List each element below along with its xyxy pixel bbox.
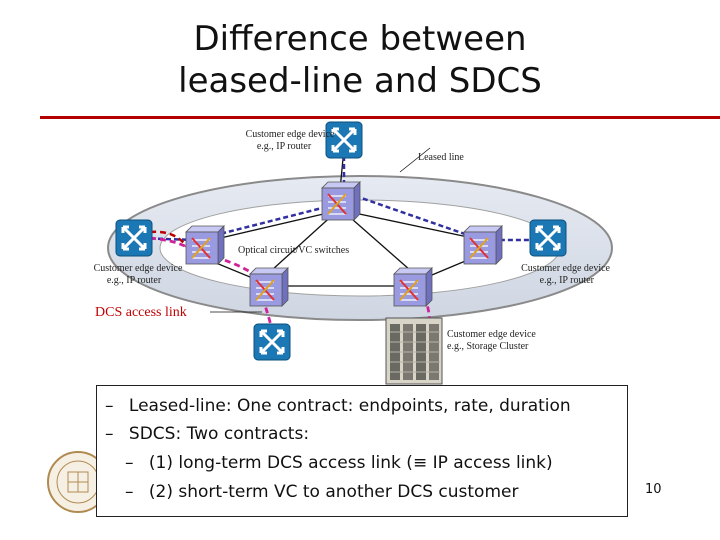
label-ce-right-2: e.g., IP router — [540, 275, 595, 286]
bullet-item-3: – (1) long-term DCS access link (≡ IP ac… — [125, 453, 553, 473]
bullet-dash: – — [125, 453, 134, 473]
label-switches: Optical circuit/VC switches — [238, 245, 349, 256]
title-rule — [40, 116, 720, 119]
bullet-dash: – — [125, 482, 134, 502]
bullet-item-1: – Leased-line: One contract: endpoints, … — [105, 396, 571, 416]
slide-title: Difference between leased-line and SDCS — [0, 18, 720, 102]
label-ce-top-2: e.g., IP router — [257, 141, 312, 152]
storage-cluster-icon — [385, 317, 443, 385]
bullet-text: (2) short-term VC to another DCS custome… — [148, 482, 519, 502]
router-icon-right — [528, 218, 568, 258]
bullet-dash: – — [105, 396, 114, 416]
label-ce-bottom-2: e.g., Storage Cluster — [447, 341, 529, 352]
label-ce-left-1: Customer edge device — [94, 263, 183, 274]
router-icon-top — [324, 120, 364, 160]
label-dcs-access-link: DCS access link — [95, 305, 187, 320]
switch-icon-right — [463, 225, 503, 265]
bullet-text: Leased-line: One contract: endpoints, ra… — [128, 396, 571, 416]
switch-icon-top — [321, 181, 361, 221]
switch-icon-bottom-left — [249, 267, 289, 307]
leased-line-callout — [399, 147, 431, 173]
switch-icon-left — [185, 225, 225, 265]
bullet-dash: – — [105, 424, 114, 444]
bullet-item-4: – (2) short-term VC to another DCS custo… — [125, 482, 518, 502]
label-ce-left-2: e.g., IP router — [107, 275, 162, 286]
title-line-2: leased-line and SDCS — [178, 61, 542, 101]
switch-icon-bottom-right — [393, 267, 433, 307]
label-ce-right-1: Customer edge device — [521, 263, 610, 274]
bullet-text: SDCS: Two contracts: — [128, 424, 310, 444]
label-ce-top-1: Customer edge device — [246, 129, 335, 140]
title-line-1: Difference between — [193, 19, 527, 59]
label-ce-bottom-1: Customer edge device — [447, 329, 536, 340]
label-leased-line: Leased line — [418, 152, 464, 163]
page-number: 10 — [645, 482, 662, 497]
router-icon-bottom — [252, 322, 292, 362]
bullet-item-2: – SDCS: Two contracts: — [105, 424, 309, 444]
bullet-box: – Leased-line: One contract: endpoints, … — [96, 385, 628, 517]
router-icon-left — [114, 218, 154, 258]
bullet-text: (1) long-term DCS access link (≡ IP acce… — [148, 453, 553, 473]
